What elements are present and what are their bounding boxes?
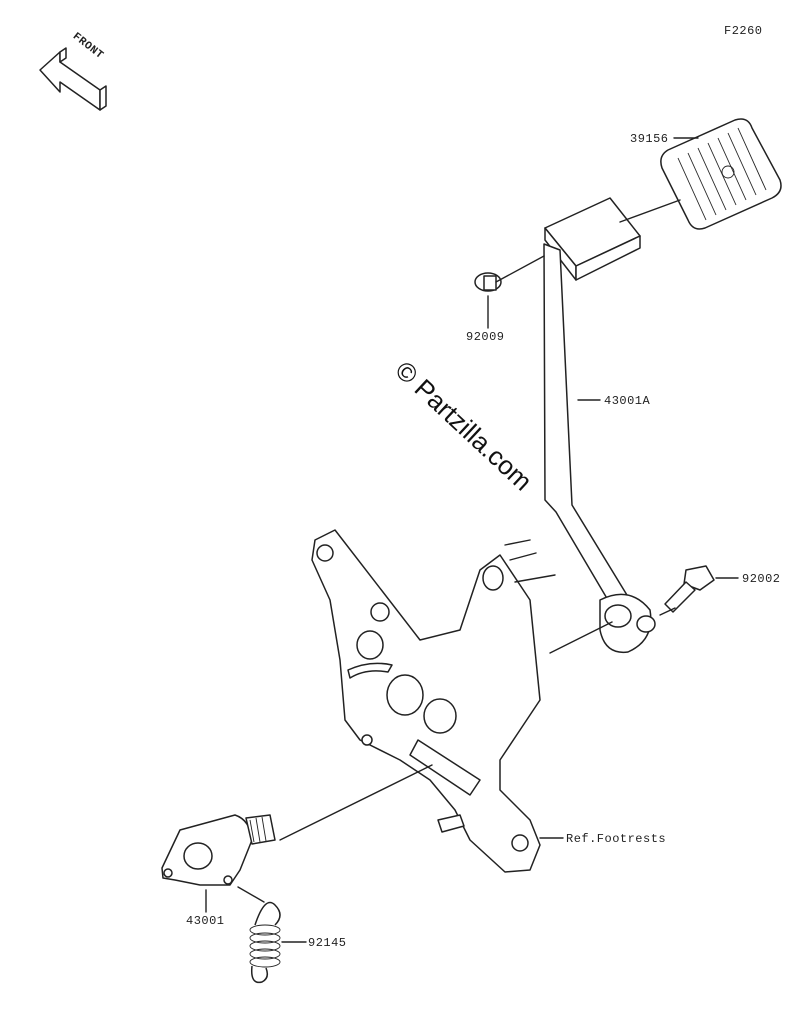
callout-ref-footrests: Ref.Footrests (566, 832, 667, 846)
callout-43001a: 43001A (604, 394, 651, 408)
figure-code: F2260 (724, 24, 763, 38)
callout-92002: 92002 (742, 572, 781, 586)
bolt-part (664, 565, 715, 613)
leader-lines (205, 137, 739, 943)
callout-39156: 39156 (630, 132, 669, 146)
pedal-pad-part (660, 118, 782, 230)
front-arrow-icon (39, 47, 107, 111)
callout-92145: 92145 (308, 936, 347, 950)
callout-43001: 43001 (186, 914, 225, 928)
callout-92009: 92009 (466, 330, 505, 344)
footrest-bracket-part (311, 529, 556, 873)
brake-pedal-part (543, 197, 656, 654)
spring-part (249, 901, 281, 984)
nut-part (474, 272, 502, 292)
lever-part (161, 814, 276, 886)
